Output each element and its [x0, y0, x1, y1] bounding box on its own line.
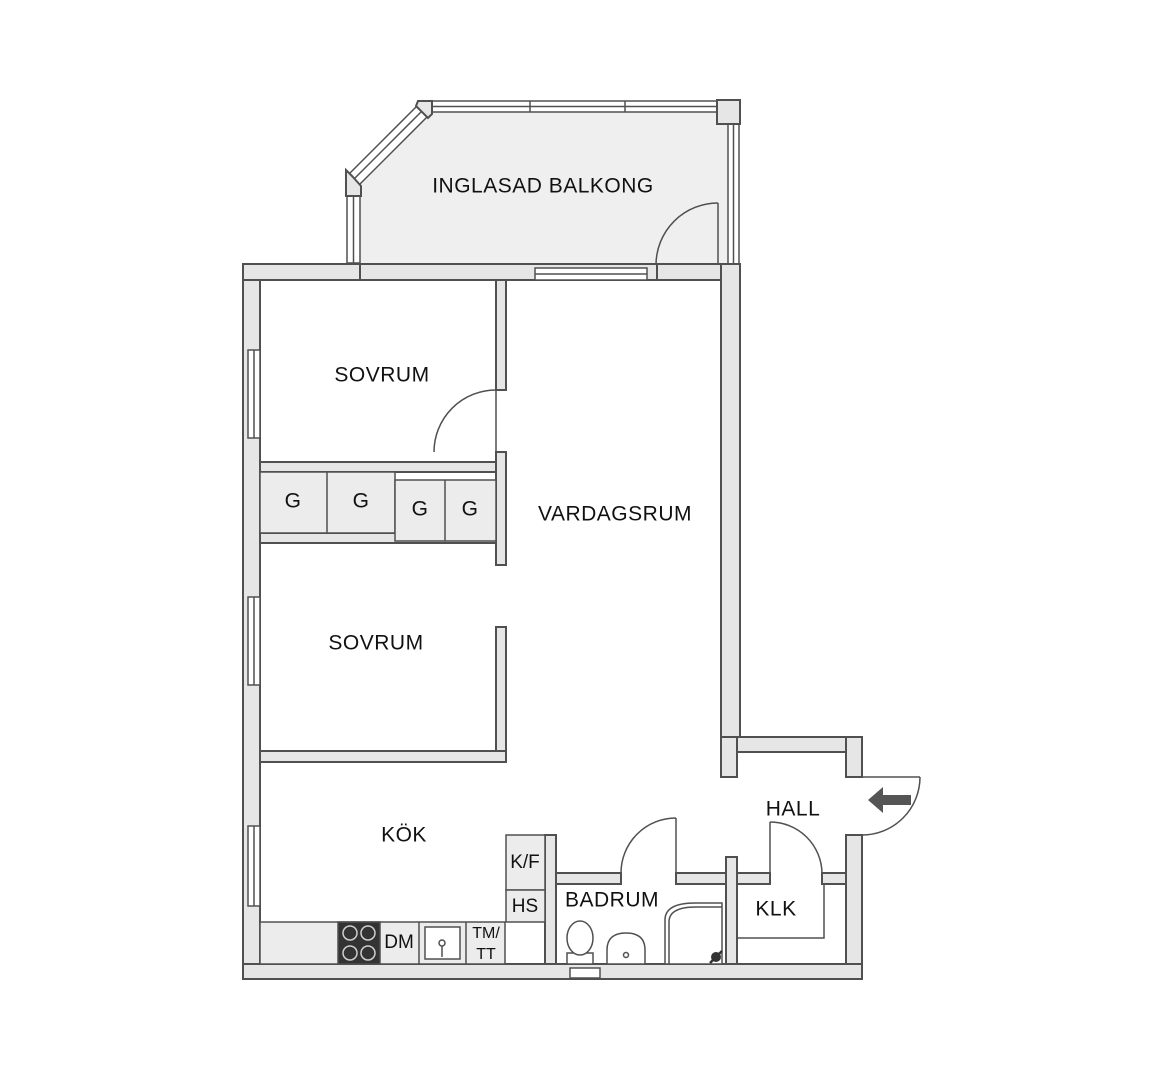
walls: [242, 263, 863, 980]
bathroom-fixtures: [566, 902, 723, 965]
bedroom1-door[interactable]: [433, 389, 497, 453]
balcony-door[interactable]: [655, 202, 719, 267]
tall-cabinet-label: HS: [512, 896, 538, 917]
entrance-arrow-icon: [868, 787, 911, 813]
bathroom-door[interactable]: [620, 817, 677, 874]
balcony-glazing: [345, 99, 741, 266]
wardrobe-label-4: G: [462, 498, 479, 521]
washer-label-top: TM/: [472, 925, 500, 942]
room-label-living: VARDAGSRUM: [538, 503, 692, 526]
wardrobes: [259, 471, 497, 542]
room-label-bedroom2: SOVRUM: [328, 632, 423, 655]
wardrobe-label-1: G: [285, 490, 302, 513]
washbasin-icon: [606, 932, 646, 965]
room-label-balcony: INGLASAD BALKONG: [432, 175, 654, 198]
balcony-floor: [360, 112, 728, 267]
toilet-icon: [566, 920, 594, 965]
windows: [247, 267, 648, 979]
kitchen-counter: [259, 834, 546, 965]
shower-icon: [664, 902, 723, 965]
room-label-bedroom1: SOVRUM: [334, 364, 429, 387]
fridge-label: K/F: [510, 852, 540, 873]
room-label-hall: HALL: [766, 798, 821, 821]
closet-door[interactable]: [769, 821, 823, 874]
wardrobe-label-2: G: [353, 490, 370, 513]
wardrobe-label-3: G: [412, 498, 429, 521]
room-label-kitchen: KÖK: [381, 824, 427, 847]
entrance-door[interactable]: [861, 776, 921, 836]
room-label-bathroom: BADRUM: [565, 889, 659, 912]
washer-label-bottom: TT: [476, 946, 496, 963]
room-label-closet: KLK: [755, 898, 796, 921]
dishwasher-label: DM: [384, 932, 414, 953]
